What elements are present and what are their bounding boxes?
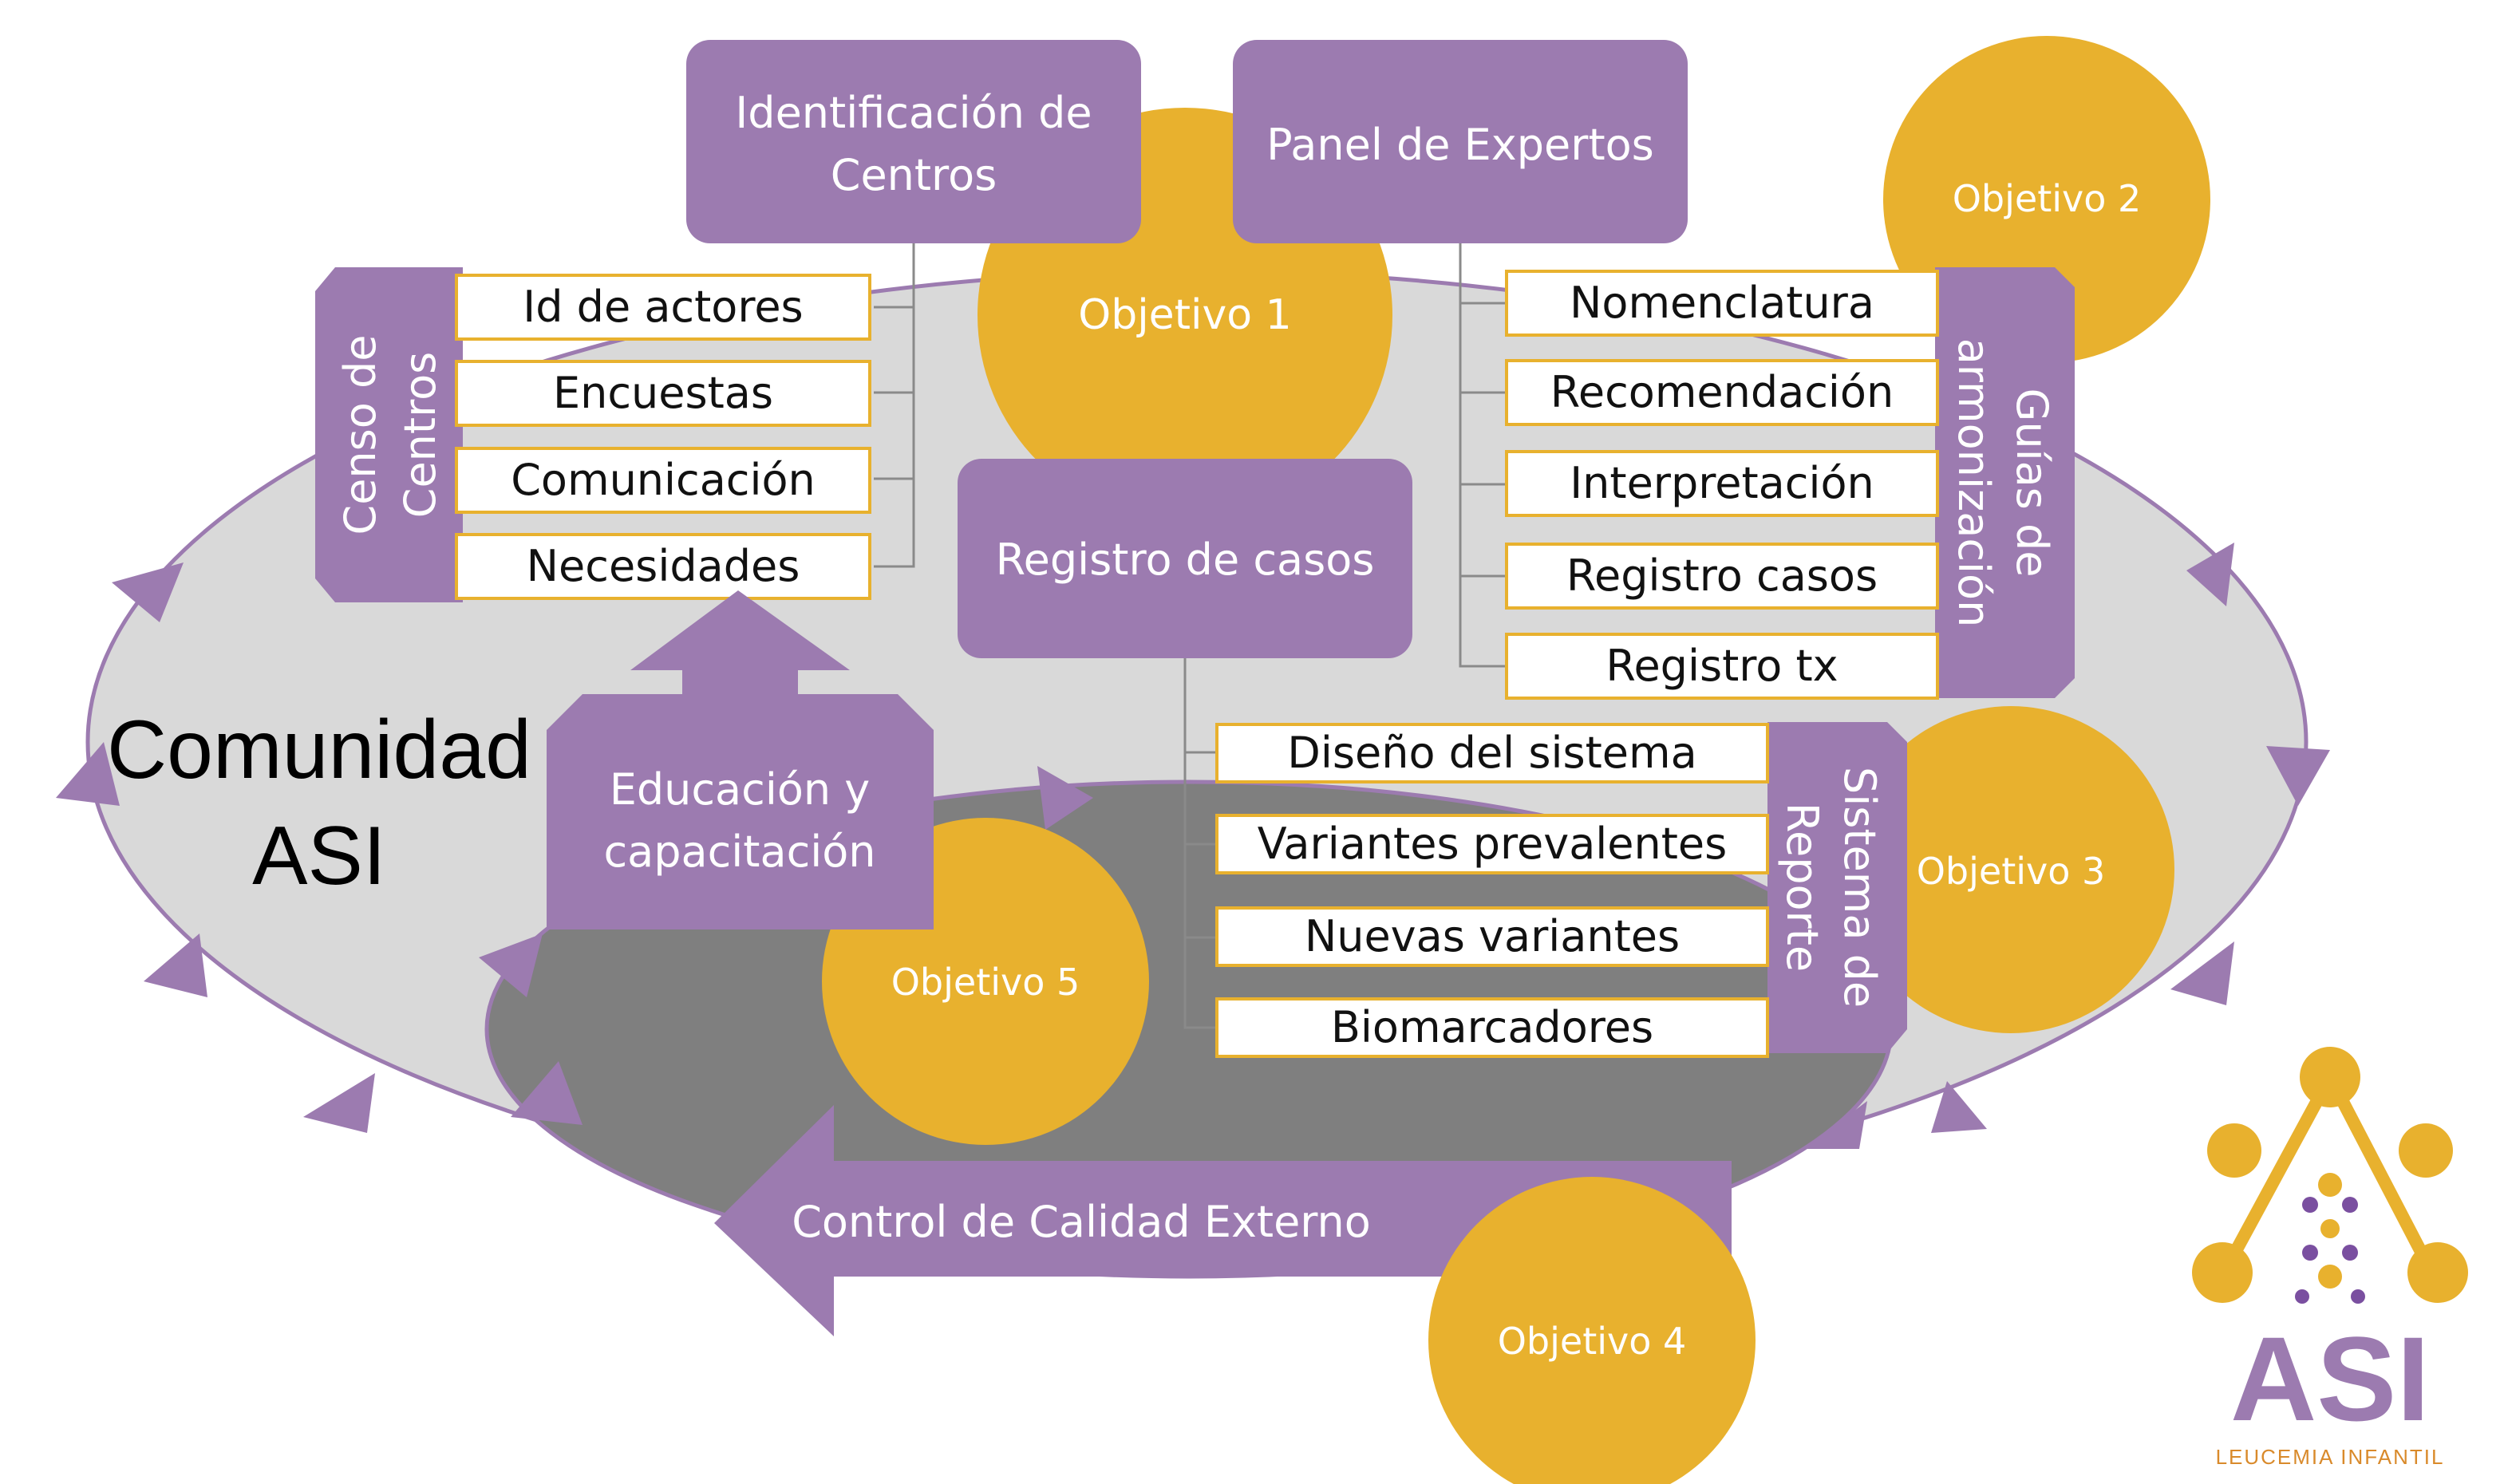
- inner-cycle-arrows: [479, 766, 1867, 1149]
- sistema-item-box: [1215, 906, 1769, 967]
- guias-tab: [1935, 267, 2075, 698]
- logo-atom: [2192, 1242, 2253, 1303]
- censo-item: Id de actores: [523, 282, 803, 332]
- guias-title-line2: armonización: [1949, 338, 1999, 628]
- logo-atom: [2207, 1123, 2261, 1178]
- objetivo-4-label: Objetivo 4: [1498, 1320, 1687, 1363]
- guias-item: Interpretación: [1570, 458, 1874, 508]
- connectors: [874, 243, 1508, 1029]
- censo-item-box: [455, 360, 871, 427]
- objetivo-4-circle: [1428, 1177, 1756, 1484]
- censo-tab: [315, 267, 463, 602]
- logo-subtitle: LEUCEMIA INFANTIL: [2216, 1445, 2445, 1469]
- guias-item: Recomendación: [1550, 367, 1894, 417]
- sistema-title-line1: Sistema de: [1835, 767, 1885, 1008]
- censo-items: Id de actores Encuestas Comunicación Nec…: [455, 274, 871, 600]
- objetivo-2-label: Objetivo 2: [1953, 177, 2142, 220]
- community-line2: ASI: [252, 810, 386, 902]
- control-calidad-label: Control de Calidad Externo: [792, 1197, 1371, 1247]
- objetivo-1-label: Objetivo 1: [1078, 291, 1291, 339]
- registro-casos-label: Registro de casos: [996, 535, 1375, 585]
- cycle-arrowhead: [1803, 1101, 1867, 1149]
- educacion-arrow: [547, 590, 934, 929]
- identificacion-line1: Identificación de: [735, 88, 1092, 138]
- censo-item-box: [455, 447, 871, 514]
- logo-atom: [2399, 1123, 2453, 1178]
- cycle-arrowhead: [2266, 746, 2330, 806]
- molecule-logo-icon: [2192, 1047, 2468, 1304]
- sistema-item: Diseño del sistema: [1287, 728, 1696, 778]
- cycle-arrowhead: [511, 1061, 583, 1125]
- sistema-item: Nuevas variantes: [1305, 911, 1680, 961]
- censo-title-line1: Censo de: [335, 335, 385, 535]
- sistema-title-line2: Reporte: [1777, 803, 1827, 972]
- guias-item: Registro casos: [1566, 551, 1878, 601]
- sistema-item: Biomarcadores: [1331, 1002, 1653, 1052]
- cycle-arrowhead: [1037, 766, 1093, 830]
- censo-item: Encuestas: [553, 368, 773, 418]
- identificacion-line2: Centros: [831, 150, 997, 200]
- guias-connector: [1459, 243, 1508, 668]
- outer-cycle-arrows: [56, 543, 2330, 1133]
- guias-title-line1: Guías de: [2007, 389, 2057, 578]
- sistema-item-box: [1215, 997, 1769, 1058]
- logo-dot: [2318, 1265, 2342, 1289]
- sistema-items: Diseño del sistema Variantes prevalentes…: [1215, 723, 1769, 1058]
- objetivo-3-label: Objetivo 3: [1917, 850, 2106, 893]
- guias-items: Nomenclatura Recomendación Interpretació…: [1505, 270, 1939, 700]
- logo-bond: [2324, 1074, 2436, 1272]
- community-line1: Comunidad: [107, 704, 531, 796]
- logo-dot: [2302, 1197, 2318, 1213]
- logo-dot: [2320, 1219, 2340, 1238]
- logo-title: ASI: [2230, 1312, 2430, 1446]
- cycle-arrowhead: [2170, 941, 2234, 1005]
- registro-casos-box: [958, 459, 1412, 658]
- censo-title-line2: Centros: [395, 352, 445, 519]
- guias-item-box: [1505, 450, 1939, 517]
- cycle-arrowhead: [56, 742, 120, 806]
- identificacion-box: [686, 40, 1141, 243]
- sistema-item-box: [1215, 814, 1769, 874]
- control-calidad-arrow: [714, 1105, 1732, 1336]
- guias-item-box: [1505, 633, 1939, 700]
- logo-atom: [2300, 1047, 2360, 1107]
- educacion-line2: capacitación: [603, 827, 875, 877]
- logo-dot: [2342, 1245, 2358, 1261]
- objetivo-3-circle: [1847, 706, 2174, 1033]
- logo-dot: [2302, 1245, 2318, 1261]
- guias-item-box: [1505, 543, 1939, 610]
- logo-bond: [2220, 1074, 2336, 1272]
- cycle-arrowhead: [303, 1073, 375, 1133]
- objetivo-5-label: Objetivo 5: [891, 961, 1080, 1004]
- logo-dot: [2342, 1197, 2358, 1213]
- censo-item: Comunicación: [511, 455, 816, 505]
- cycle-arrowhead: [144, 933, 207, 997]
- censo-connector: [874, 243, 915, 568]
- guias-item-box: [1505, 359, 1939, 426]
- censo-item-box: [455, 274, 871, 341]
- logo-dot: [2295, 1289, 2309, 1304]
- guias-item-box: [1505, 270, 1939, 337]
- educacion-line1: Educación y: [610, 764, 870, 815]
- panel-expertos-box: [1233, 40, 1688, 243]
- sistema-item: Variantes prevalentes: [1258, 819, 1728, 869]
- censo-item-box: [455, 533, 871, 600]
- sistema-tab: [1767, 722, 1907, 1053]
- logo-dot: [2318, 1173, 2342, 1197]
- censo-item: Necesidades: [527, 541, 800, 591]
- cycle-arrowhead: [479, 933, 543, 997]
- sistema-connector: [1183, 658, 1221, 1029]
- cycle-arrowhead: [2186, 543, 2234, 606]
- cycle-arrowhead: [112, 562, 184, 622]
- guias-item: Registro tx: [1605, 641, 1838, 691]
- logo-atom: [2407, 1242, 2468, 1303]
- guias-item: Nomenclatura: [1570, 278, 1874, 328]
- logo-dot: [2351, 1289, 2365, 1304]
- cycle-arrowhead: [1931, 1081, 1987, 1133]
- panel-expertos-label: Panel de Expertos: [1266, 120, 1654, 170]
- sistema-item-box: [1215, 723, 1769, 783]
